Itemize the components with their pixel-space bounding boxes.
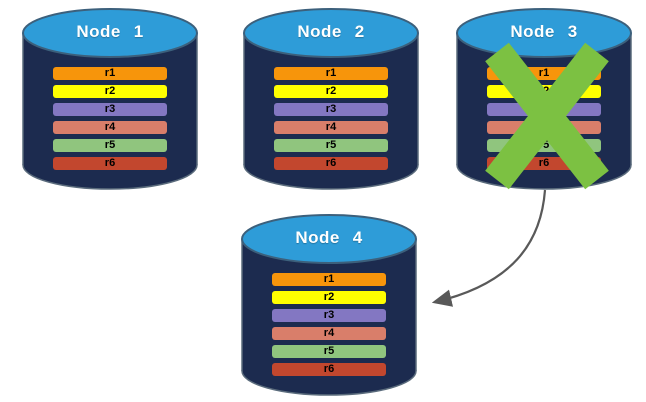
record-row-r2: r2 [53,85,167,98]
record-row-r3: r3 [274,103,388,116]
record-row-r1: r1 [487,67,601,80]
record-row-r1: r1 [272,273,386,286]
record-row-r6: r6 [53,157,167,170]
node-3: Node 3 r1 r2 r3 r4 r5 r6 [456,8,632,190]
record-list: r1 r2 r3 r4 r5 r6 [274,67,388,175]
record-list: r1 r2 r3 r4 r5 r6 [487,67,601,175]
record-row-r6: r6 [274,157,388,170]
record-row-r3: r3 [487,103,601,116]
node-title: Node 2 [297,22,365,41]
record-row-r3: r3 [272,309,386,322]
record-row-r1: r1 [274,67,388,80]
node-title: Node 4 [295,228,363,247]
record-row-r5: r5 [487,139,601,152]
record-row-r2: r2 [487,85,601,98]
node-2: Node 2 r1 r2 r3 r4 r5 r6 [243,8,419,190]
record-row-r2: r2 [274,85,388,98]
record-row-r4: r4 [53,121,167,134]
record-row-r3: r3 [53,103,167,116]
record-row-r5: r5 [274,139,388,152]
record-row-r5: r5 [272,345,386,358]
replication-arrow [431,189,547,307]
node-title: Node 3 [510,22,578,41]
record-row-r6: r6 [272,363,386,376]
record-row-r4: r4 [274,121,388,134]
node-4: Node 4 r1 r2 r3 r4 r5 r6 [241,214,417,396]
node-title: Node 1 [76,22,144,41]
node-1: Node 1 r1 r2 r3 r4 r5 r6 [22,8,198,190]
record-row-r1: r1 [53,67,167,80]
record-row-r6: r6 [487,157,601,170]
record-row-r4: r4 [487,121,601,134]
record-list: r1 r2 r3 r4 r5 r6 [53,67,167,175]
record-list: r1 r2 r3 r4 r5 r6 [272,273,386,381]
record-row-r2: r2 [272,291,386,304]
record-row-r5: r5 [53,139,167,152]
record-row-r4: r4 [272,327,386,340]
database-cylinder-icon [22,8,198,190]
